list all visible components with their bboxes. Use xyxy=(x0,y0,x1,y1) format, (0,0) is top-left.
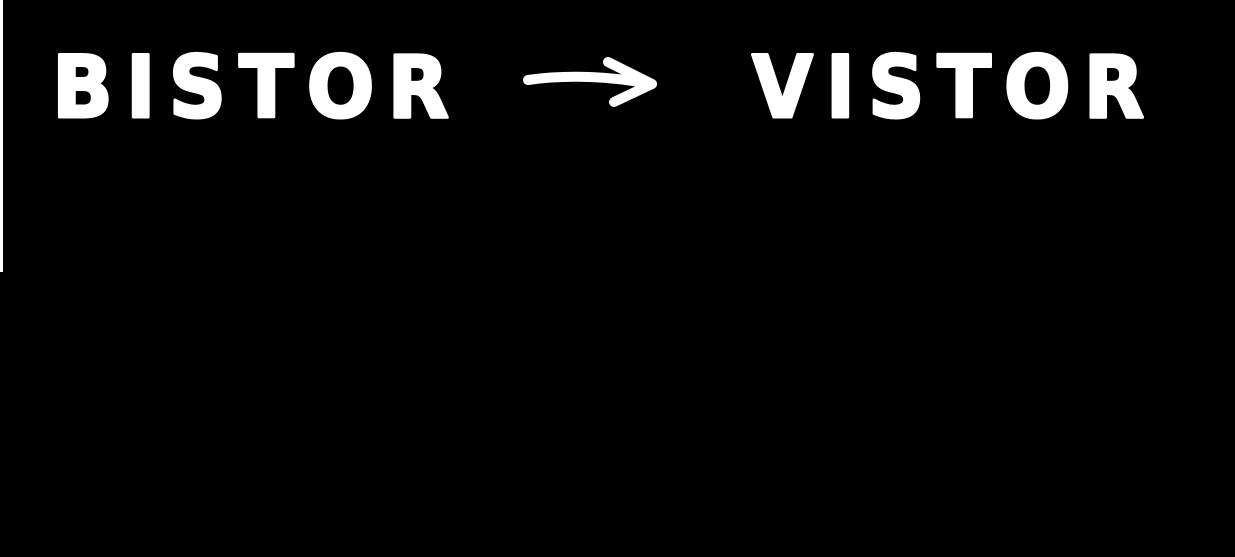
right-word: VISTOR xyxy=(752,38,1157,138)
left-word: BISTOR xyxy=(52,38,462,138)
left-edge-line xyxy=(0,0,3,272)
right-arrow-icon xyxy=(523,57,657,107)
